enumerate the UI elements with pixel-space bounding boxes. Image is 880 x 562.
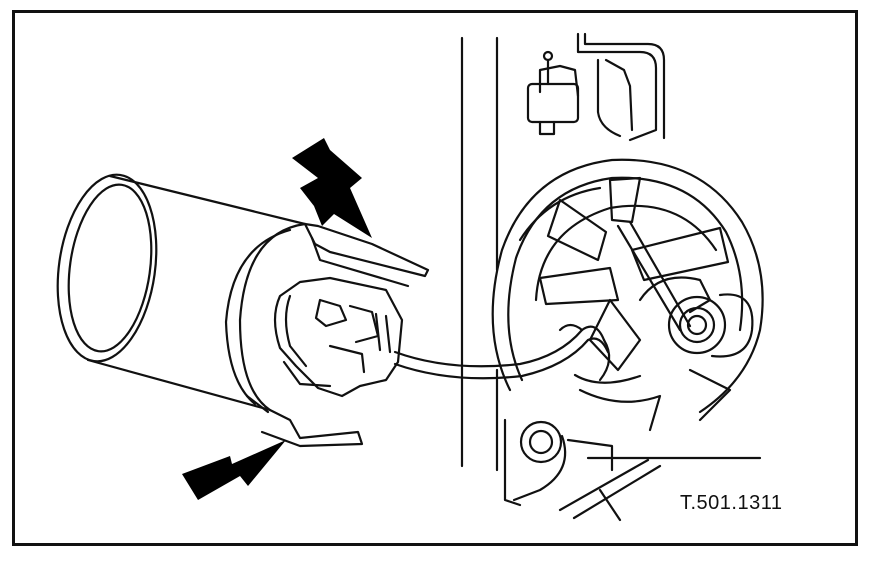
lower-bolt: [503, 418, 762, 507]
locking-collar: [245, 222, 430, 448]
wiring-harness: [393, 323, 611, 382]
pivot-bolt: [667, 293, 754, 358]
sensor-bracket: [526, 32, 666, 142]
indicator-arrows: [182, 138, 372, 500]
connector-plug: [273, 276, 404, 398]
rotor-blades: [538, 176, 730, 432]
figure-reference-code: T.501.1311: [680, 492, 783, 514]
motor-cylinder: [56, 173, 307, 412]
body-panel: [460, 36, 499, 472]
upper-arrow: [292, 138, 372, 238]
housing-ring: [491, 158, 764, 414]
lower-arrow: [182, 440, 286, 500]
lower-bracket: [558, 368, 732, 522]
